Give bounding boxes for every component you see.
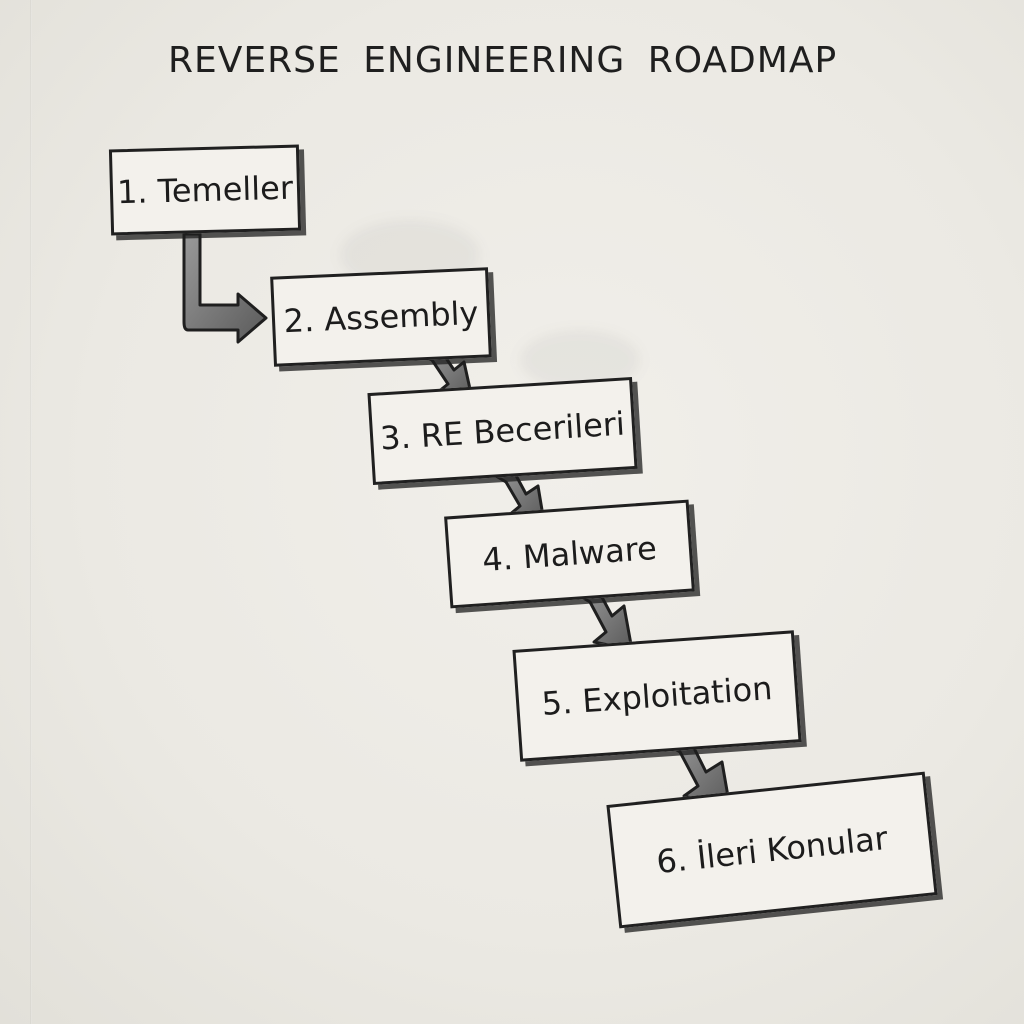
step-label-4: 4. Malware (481, 528, 658, 580)
step-label-2: 2. Assembly (282, 293, 480, 341)
step-box-1: 1. Temeller (108, 144, 302, 236)
step-label-5: 5. Exploitation (540, 668, 774, 724)
paper-fold (30, 0, 32, 1024)
step-box-3: 3. RE Becerileri (367, 376, 638, 486)
step-label-3: 3. RE Becerileri (379, 404, 626, 458)
step-label-1: 1. Temeller (116, 168, 294, 212)
arrow-1-to-2 (182, 232, 268, 344)
diagram-title: REVERSE ENGINEERING ROADMAP (168, 40, 838, 81)
step-box-4: 4. Malware (444, 499, 695, 609)
step-box-2: 2. Assembly (270, 267, 492, 367)
step-box-5: 5. Exploitation (512, 630, 802, 762)
step-label-6: 6. İleri Konular (654, 818, 890, 882)
